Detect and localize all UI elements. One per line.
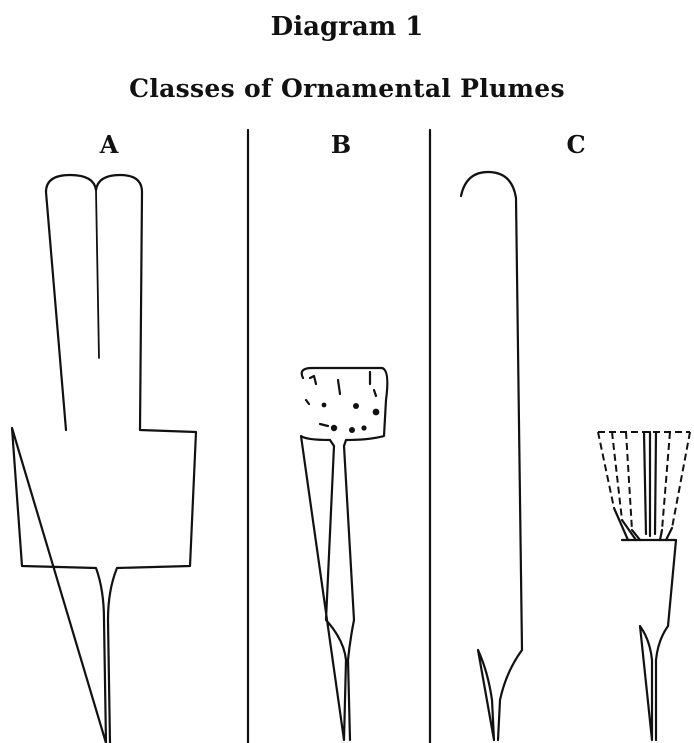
plume-c-fan — [598, 432, 690, 740]
plume-a-outline — [12, 175, 196, 743]
plume-c-long — [461, 172, 522, 740]
plume-c-long-outline — [461, 172, 522, 740]
plume-b-outline — [301, 368, 387, 740]
plume-b-marks — [306, 372, 379, 433]
plume-a — [12, 175, 196, 743]
plume-c-fan-base — [622, 540, 676, 740]
plume-c-fan-vanes — [644, 432, 656, 536]
plume-b — [301, 368, 387, 740]
plume-a-split — [96, 190, 99, 358]
